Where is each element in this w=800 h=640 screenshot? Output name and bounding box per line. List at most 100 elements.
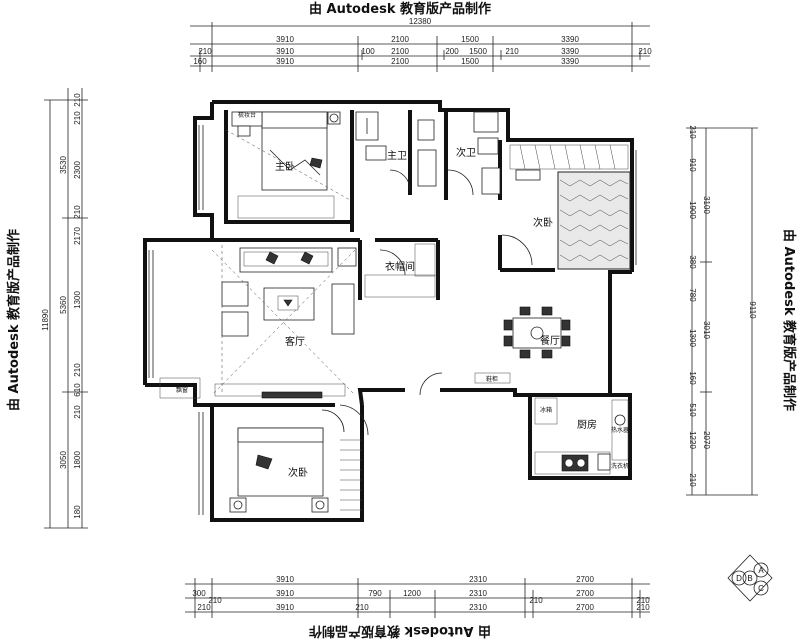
chair: [541, 306, 553, 316]
dim-bottom: 210: [529, 596, 543, 605]
armchair: [221, 311, 249, 337]
dim-top: 210: [638, 47, 652, 56]
armchair: [309, 157, 323, 169]
chair: [561, 335, 571, 347]
room-label-kitchen: 厨房: [577, 418, 597, 431]
dim-bottom: 210: [197, 603, 211, 612]
watermark-right: 由 Autodesk 教育版产品制作: [781, 229, 797, 411]
dim-bottom: 2700: [576, 575, 594, 584]
shoe-cabinet-label: 鞋柜: [486, 375, 498, 383]
second-bedroom-ne: 次卧: [501, 144, 631, 270]
shoe-cabinet: [474, 372, 511, 384]
chair: [519, 349, 531, 359]
dim-bottom: 1200: [403, 589, 421, 598]
counter: [611, 399, 629, 461]
kitchen: 冰箱 热水器 洗衣机 厨房: [534, 397, 629, 475]
fridge-label: 冰箱: [540, 406, 552, 414]
bed: [557, 171, 631, 270]
cushion: [265, 251, 279, 265]
dim-right: 210: [688, 125, 697, 139]
dim-left: 2170: [73, 227, 82, 245]
toilet: [473, 111, 499, 133]
dim-left: 5360: [59, 296, 68, 314]
cushion: [300, 251, 314, 265]
dim-bottom: 2310: [469, 575, 487, 584]
staircase: [340, 439, 362, 511]
dim-top: 200: [445, 47, 459, 56]
water-heater: [614, 414, 626, 426]
tv-cabinet: [261, 391, 323, 399]
chair: [541, 349, 553, 359]
water-heater-label: 热水器: [611, 426, 629, 434]
room-label-dining-room: 餐厅: [540, 334, 560, 347]
sofa: [239, 247, 333, 273]
right-dimension-lines: 9110 3100 3010 2070 210 910 1900 380 780…: [686, 125, 758, 496]
dim-left: 610: [73, 383, 82, 397]
dim-right: 1900: [688, 201, 697, 219]
room-label-master-bath: 主卫: [387, 150, 407, 162]
dressing-table-label: 梳妆台: [238, 111, 256, 119]
dim-right: 510: [688, 403, 697, 417]
bed-pattern: [559, 179, 629, 262]
second-bath: 次卫: [447, 111, 501, 196]
master-bedroom: 梳妆台 主卧: [225, 111, 351, 219]
dim-top: 3390: [561, 47, 579, 56]
nightstand: [311, 497, 329, 513]
dim-left: 11890: [41, 309, 50, 331]
compass: A B C D: [727, 554, 773, 602]
dim-right: 160: [688, 371, 697, 385]
stair-curve: [339, 404, 369, 436]
compass-label-c: C: [758, 584, 764, 593]
dim-top: 2100: [391, 35, 409, 44]
chair: [519, 306, 531, 316]
dim-top: 2100: [391, 57, 409, 66]
dim-top: 160: [193, 57, 207, 66]
desk: [515, 169, 541, 181]
dim-bottom: 3910: [276, 575, 294, 584]
sofa-side: [331, 283, 355, 335]
dim-bottom: 3910: [276, 589, 294, 598]
room-label-second-bedroom-sw: 次卧: [288, 466, 308, 479]
living-room: 飘窗 鞋柜 客厅: [159, 245, 511, 399]
dim-left: 210: [73, 111, 82, 125]
windows: [148, 125, 637, 515]
compass-label-d: D: [736, 574, 742, 583]
top-dimension-lines: 12380 3910 2100 1500 3390 210 3910 100 2…: [190, 17, 652, 72]
dim-right: 9110: [748, 301, 757, 319]
dim-top: 1500: [461, 57, 479, 66]
dim-right: 780: [688, 288, 697, 302]
second-bedroom-sw: 次卧: [229, 404, 369, 513]
dim-left: 2300: [73, 161, 82, 179]
dining-room: 餐厅: [503, 306, 571, 359]
dim-right: 3100: [702, 196, 711, 214]
dim-right: 2070: [702, 431, 711, 449]
sink: [477, 137, 499, 155]
wardrobe: [509, 144, 629, 170]
dim-total-top: 12380: [409, 17, 432, 26]
watermark-bottom: 由 Autodesk 教育版产品制作: [309, 623, 491, 639]
chair: [503, 335, 513, 347]
armchair: [221, 281, 249, 307]
washing-machine-label: 洗衣机: [611, 462, 629, 470]
dim-bottom: 300: [192, 589, 206, 598]
chair: [561, 319, 571, 331]
dim-bottom: 210: [208, 596, 222, 605]
dim-bottom: 790: [368, 589, 382, 598]
dim-left: 210: [73, 363, 82, 377]
window-seat-label: 飘窗: [176, 386, 188, 394]
dim-top: 3910: [276, 57, 294, 66]
dim-right: 210: [688, 473, 697, 487]
dim-bottom: 2700: [576, 589, 594, 598]
room-label-living-room: 客厅: [285, 335, 305, 348]
dim-top: 3390: [561, 57, 579, 66]
dim-left: 180: [73, 505, 82, 519]
dim-right: 1220: [688, 431, 697, 449]
dim-top: 210: [505, 47, 519, 56]
master-bath: 主卫: [355, 111, 437, 191]
dim-left: 1300: [73, 291, 82, 309]
dim-bottom: 3910: [276, 603, 294, 612]
dim-left: 210: [73, 205, 82, 219]
dim-bottom: 210: [355, 603, 369, 612]
compass-b: [742, 570, 758, 586]
dim-bottom: 2700: [576, 603, 594, 612]
